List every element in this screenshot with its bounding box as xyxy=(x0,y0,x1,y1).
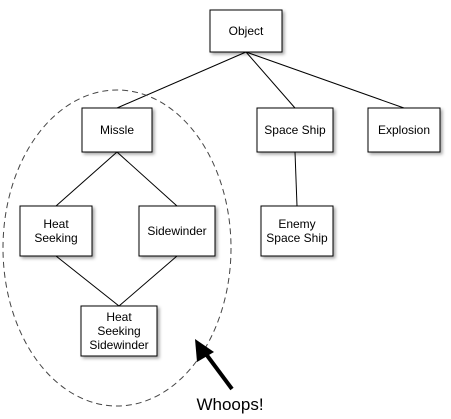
diamond-inheritance-outline xyxy=(2,89,232,407)
node-object: Object xyxy=(209,9,283,53)
edges xyxy=(55,51,405,307)
whoops-arrow xyxy=(195,339,234,391)
node-label-explosion: Explosion xyxy=(378,123,430,137)
node-label-heat-seeking: Heat xyxy=(43,217,69,231)
node-label-sidewinder: Sidewinder xyxy=(147,224,206,238)
node-box-sidewinder xyxy=(138,205,216,257)
edge-object-to-space-ship xyxy=(245,51,296,109)
node-box-missle xyxy=(81,107,153,153)
node-box-enemy-space-ship xyxy=(260,205,334,257)
node-box-heat-seeking-sidewinder xyxy=(80,305,158,357)
node-sidewinder: Sidewinder xyxy=(138,205,216,257)
node-label-space-ship: Space Ship xyxy=(264,123,326,137)
edge-missle-to-sidewinder xyxy=(116,151,178,207)
edge-missle-to-heat-seeking xyxy=(55,151,118,207)
node-label-enemy-space-ship: Enemy xyxy=(278,217,315,231)
node-explosion: Explosion xyxy=(367,107,441,153)
node-label-enemy-space-ship: Space Ship xyxy=(266,231,328,245)
node-box-explosion xyxy=(367,107,441,153)
node-label-heat-seeking-sidewinder: Seeking xyxy=(97,324,140,338)
node-label-heat-seeking: Seeking xyxy=(34,231,77,245)
whoops-label: Whoops! xyxy=(196,395,263,414)
node-label-heat-seeking-sidewinder: Sidewinder xyxy=(89,338,148,352)
edge-object-to-explosion xyxy=(245,51,405,109)
node-label-heat-seeking-sidewinder: Heat xyxy=(106,310,132,324)
node-box-heat-seeking xyxy=(19,205,93,257)
node-label-object: Object xyxy=(229,24,264,38)
node-space-ship: Space Ship xyxy=(256,107,334,153)
edge-object-to-missle xyxy=(116,51,247,109)
node-box-object xyxy=(209,9,283,53)
edge-space-ship-to-enemy-space-ship xyxy=(294,151,298,207)
node-box-space-ship xyxy=(256,107,334,153)
edge-heat-seeking-to-heat-seeking-sidewinder xyxy=(55,255,120,307)
node-label-missle: Missle xyxy=(100,123,134,137)
edge-sidewinder-to-heat-seeking-sidewinder xyxy=(118,255,178,307)
node-missle: Missle xyxy=(81,107,153,153)
